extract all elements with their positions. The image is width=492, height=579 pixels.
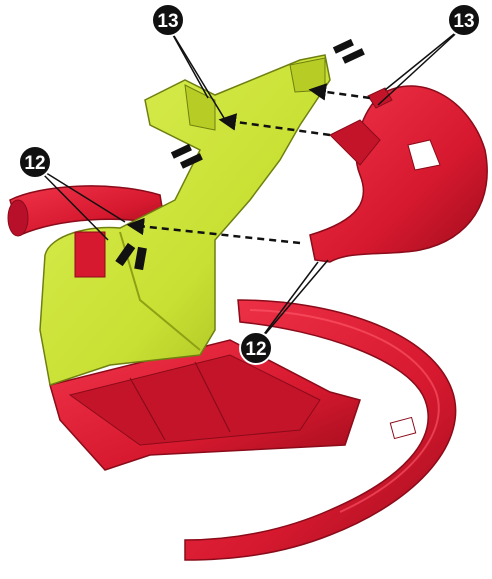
callout-label: 12	[24, 153, 45, 174]
callout-label: 13	[453, 11, 474, 32]
callout-label: 12	[245, 339, 266, 360]
callout-12-left: 12	[19, 146, 51, 178]
callout-12-bottom: 12	[240, 332, 272, 364]
callout-label: 13	[157, 11, 178, 32]
callout-13-right: 13	[448, 4, 480, 36]
callout-13-left: 13	[152, 4, 184, 36]
snap-indicator-icon	[333, 36, 365, 65]
upper-spiral-track	[310, 86, 487, 262]
